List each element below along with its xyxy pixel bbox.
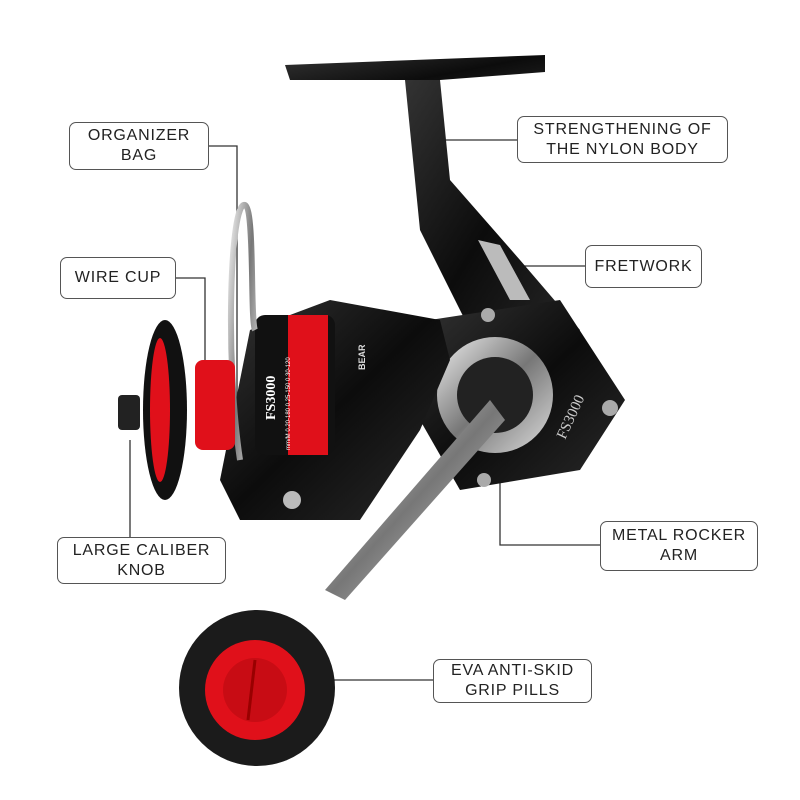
callout-line: ARM xyxy=(660,547,698,564)
reel-stem xyxy=(405,80,580,360)
callout-eva-grip: EVA ANTI-SKID GRIP PILLS xyxy=(433,659,592,703)
callout-line: ORGANIZER xyxy=(87,127,191,144)
reel-detail xyxy=(288,315,328,455)
fretwork-slot xyxy=(478,240,530,300)
callout-line: KNOB xyxy=(117,561,166,579)
callout-line: GRIP PILLS xyxy=(465,682,560,699)
callout-line: METAL ROCKER xyxy=(611,527,747,544)
callout-line: THE NYLON BODY xyxy=(546,140,699,158)
handle-arm xyxy=(325,400,505,600)
screw-icon xyxy=(283,491,301,509)
callout-large-caliber-knob: LARGE CALIBER KNOB xyxy=(57,537,226,584)
callout-line: BAG xyxy=(120,147,158,164)
spool-brand-text: BEAR xyxy=(357,344,367,370)
spool-model-label: FS3000 xyxy=(264,376,279,420)
callout-line: WIRE CUP xyxy=(74,269,162,286)
reel-detail xyxy=(150,338,170,482)
screw-icon xyxy=(477,473,491,487)
callout-line: STRENGTHENING OF xyxy=(533,120,712,138)
screw-icon xyxy=(602,400,618,416)
callout-wire-cup: WIRE CUP xyxy=(60,257,176,299)
reel-detail xyxy=(175,277,206,360)
callout-strengthening-nylon-body: STRENGTHENING OF THE NYLON BODY xyxy=(517,116,728,163)
callout-leader-lines xyxy=(129,139,600,681)
callout-metal-rocker-arm: METAL ROCKER ARM xyxy=(600,521,758,571)
reel-detail xyxy=(223,658,287,722)
callout-line: LARGE CALIBER xyxy=(72,541,211,559)
reel-detail xyxy=(246,659,257,721)
drag-knob xyxy=(118,395,140,430)
reel-detail xyxy=(457,357,533,433)
spool-capacity-text: mm/M 0.20-180 0.25-150 0.30-120 xyxy=(286,357,292,450)
callout-line: EVA ANTI-SKID xyxy=(450,662,575,679)
callout-fretwork: FRETWORK xyxy=(585,245,702,288)
callout-organizer-bag: ORGANIZER BAG xyxy=(69,122,209,170)
callout-line: FRETWORK xyxy=(594,257,693,275)
screw-icon xyxy=(481,308,495,322)
wire-cup xyxy=(195,360,235,450)
reel-detail xyxy=(208,145,238,440)
